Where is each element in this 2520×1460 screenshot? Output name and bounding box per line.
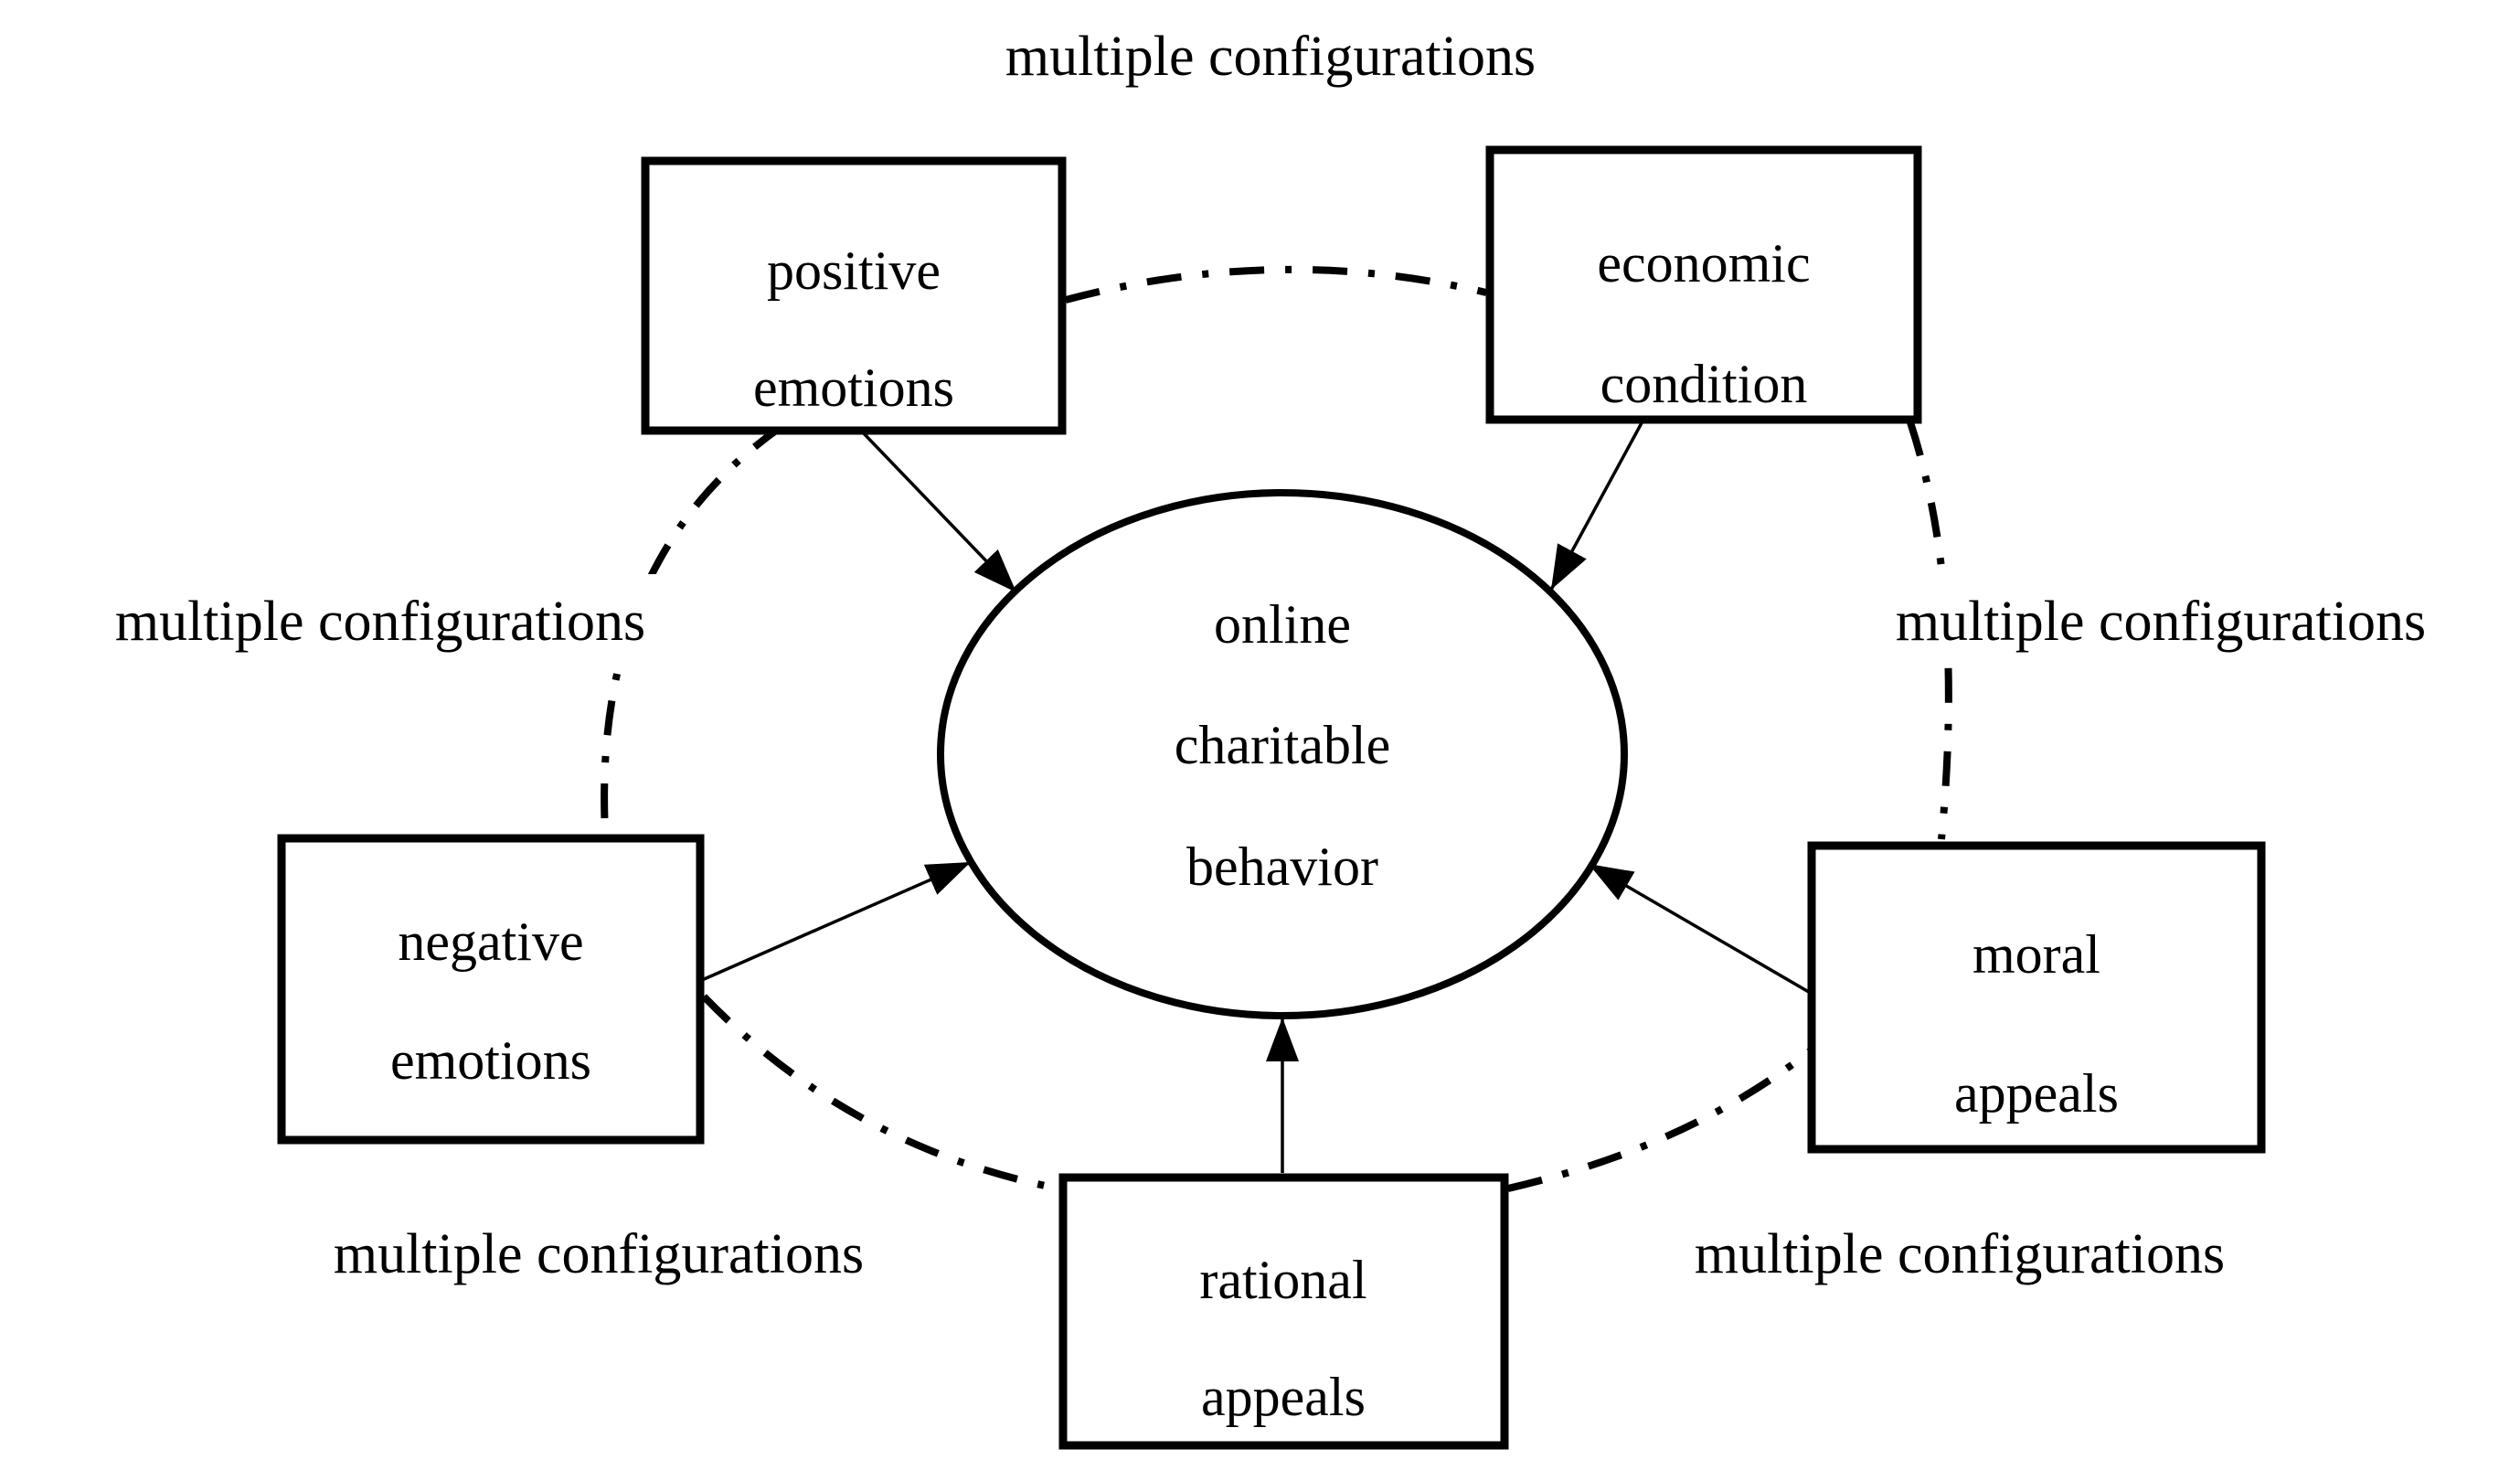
label-mask-left (53, 574, 707, 666)
rational-appeals-rect (1058, 1173, 1509, 1450)
moral-appeals-line-2: appeals (1954, 1063, 2119, 1124)
factor-box-economic-condition: economic condition (1485, 145, 1922, 424)
config-label-left: multiple configurations (115, 591, 645, 653)
negative-emotions-rect (277, 834, 705, 1145)
rational-appeals-line-1: rational (1199, 1250, 1366, 1310)
arrow-moral-appeals-to-center (1588, 862, 1814, 996)
positive-emotions-line-2: emotions (753, 357, 954, 418)
dashdot-arc-top (1064, 265, 1487, 304)
moral-appeals-line-1: moral (1972, 924, 2100, 985)
arrow-economic-condition-to-center (1549, 419, 1645, 591)
label-mask-right (1834, 574, 2488, 666)
label-mask-bottom-left (271, 1207, 926, 1298)
config-label-bottom-left: multiple configurations (334, 1223, 864, 1285)
dashdot-arc-left (601, 422, 785, 833)
factor-box-positive-emotions: positive emotions (641, 156, 1067, 435)
factor-box-moral-appeals: moral appeals (1807, 841, 2266, 1154)
positive-emotions-rect (641, 156, 1067, 435)
config-label-right: multiple configurations (1896, 591, 2426, 653)
outcome-line-3: behavior (1186, 837, 1378, 897)
dashdot-arc-bottom-right (1507, 1048, 1813, 1192)
outcome-line-2: charitable (1175, 715, 1391, 775)
moral-appeals-rect (1807, 841, 2266, 1154)
positive-emotions-line-1: positive (767, 240, 941, 301)
negative-emotions-line-2: emotions (390, 1030, 591, 1091)
config-label-bottom-right: multiple configurations (1695, 1223, 2225, 1285)
label-mask-bottom-right (1632, 1207, 2287, 1298)
arrow-positive-emotions-to-center (859, 429, 1018, 594)
dashdot-arc-bottom-left (701, 994, 1059, 1192)
arrow-negative-emotions-to-center (701, 860, 972, 982)
factor-box-rational-appeals: rational appeals (1058, 1173, 1509, 1450)
outcome-line-1: online (1214, 594, 1351, 655)
label-mask-top (943, 11, 1598, 102)
config-label-top: multiple configurations (1005, 26, 1536, 88)
factor-box-negative-emotions: negative emotions (277, 834, 705, 1145)
rational-appeals-line-2: appeals (1201, 1367, 1366, 1427)
economic-condition-line-1: economic (1597, 233, 1810, 293)
negative-emotions-line-1: negative (398, 911, 583, 972)
economic-condition-rect (1485, 145, 1922, 424)
outcome-ellipse (937, 489, 1628, 1019)
economic-condition-line-2: condition (1600, 354, 1808, 414)
